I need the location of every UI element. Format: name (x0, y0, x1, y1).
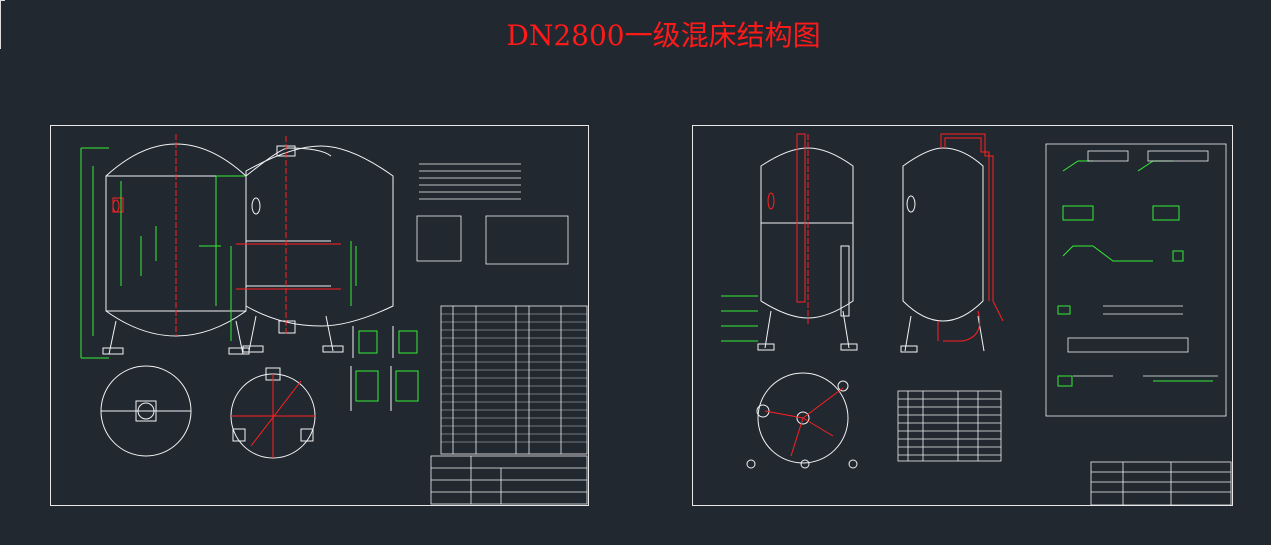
vessel-side-elevation (900, 147, 985, 353)
piping-details-panel (1045, 143, 1227, 417)
drawing-title: DN2800一级混床结构图 (506, 19, 821, 52)
plan-view-nozzles (100, 365, 192, 457)
left-drawing-sheet (50, 125, 589, 506)
nozzle-table (897, 390, 1002, 462)
vessel-front-elevation (102, 134, 250, 355)
front-dimension-lines (80, 147, 246, 359)
notes-block (416, 163, 569, 265)
plan-view-red-lines (764, 387, 844, 457)
right-sheet-drawing (721, 133, 1232, 505)
side-dimension-lines (230, 241, 357, 341)
parts-list-table (440, 305, 588, 455)
parts-list-rows (441, 313, 587, 443)
front-green-marks (721, 295, 758, 342)
title-block (430, 455, 588, 505)
piping-details-white (1067, 150, 1218, 377)
side-view-red-lines (236, 136, 341, 336)
detail-views-outline (350, 326, 394, 411)
viewport-corner-mark (0, 0, 5, 49)
plan-view-red-axes (231, 374, 316, 458)
left-sheet-drawing (80, 134, 588, 505)
detail-views (355, 330, 419, 402)
right-drawing-sheet (692, 125, 1233, 506)
side-red-pipes (937, 133, 1004, 342)
vessel-side-elevation (242, 145, 394, 353)
vessel-front-elevation (757, 147, 858, 351)
front-red-pipe (796, 133, 809, 326)
title-block (1090, 461, 1232, 505)
plan-view-nozzles (746, 372, 858, 469)
